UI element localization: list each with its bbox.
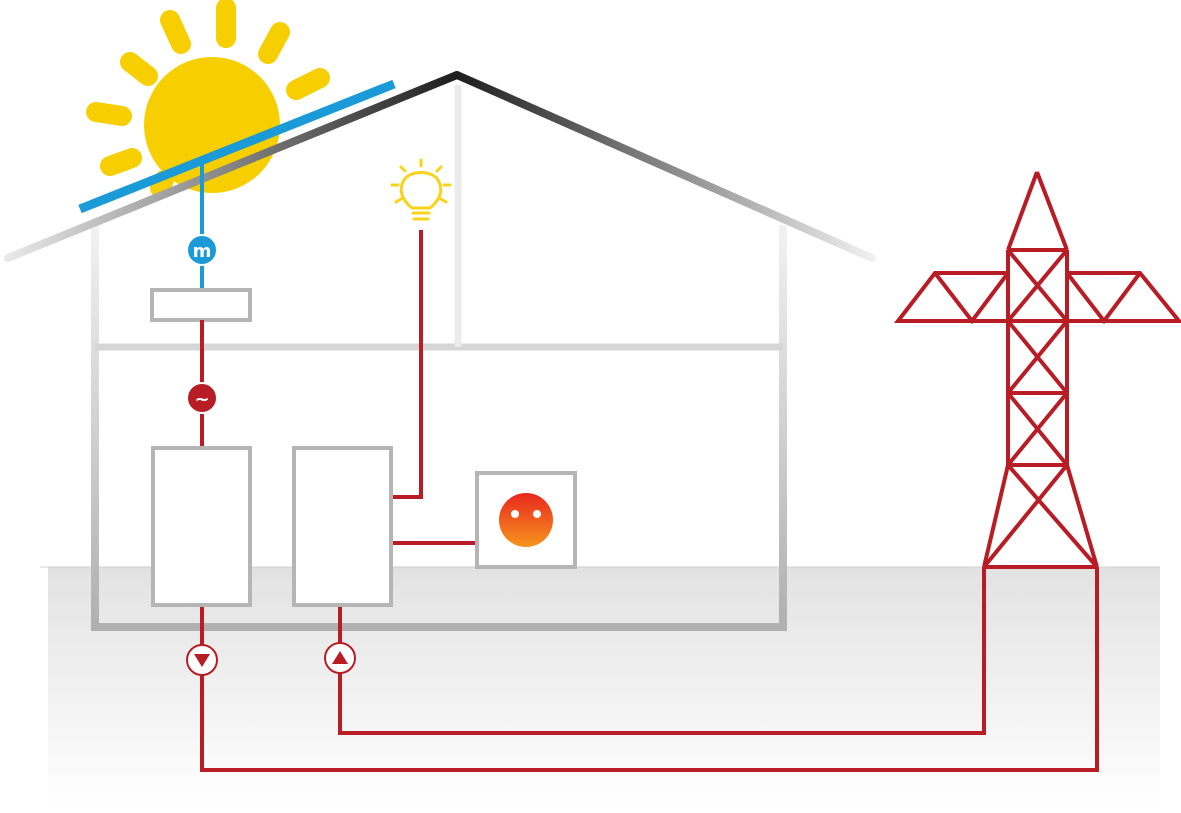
light-bulb-icon	[390, 158, 452, 221]
consumption-meter-cabinet	[292, 446, 393, 607]
power-outlet-icon	[475, 471, 577, 569]
arrow-up-icon	[324, 642, 356, 674]
pylon-icon	[893, 171, 1181, 569]
solar-panel-icon	[78, 79, 396, 214]
house	[4, 71, 876, 631]
house-walls	[91, 225, 787, 631]
inverter-icon: ~	[186, 382, 218, 414]
meter-label: m	[193, 241, 212, 262]
roof-left	[4, 71, 461, 262]
arrow-down-icon	[186, 644, 218, 676]
meter-icon: m	[186, 234, 218, 266]
production-meter-cabinet	[151, 446, 252, 607]
roof-right	[453, 71, 876, 262]
solar-controller-box	[150, 288, 252, 322]
inverter-label: ~	[194, 389, 209, 410]
sun-icon	[86, 0, 330, 198]
